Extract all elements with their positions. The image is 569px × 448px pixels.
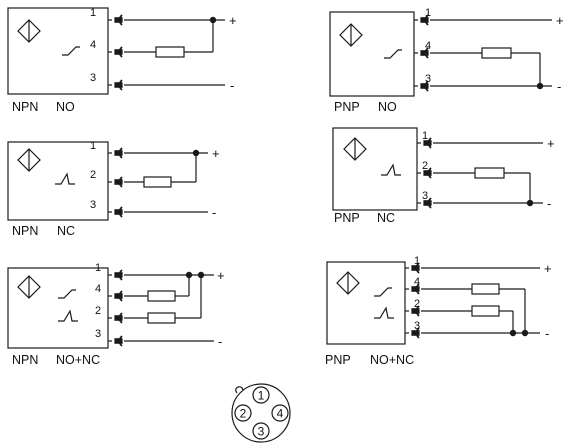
sensor-box: [7, 7, 109, 95]
sensor-symbol-icon: [336, 271, 360, 295]
output-type-label: NO+NC: [370, 353, 414, 367]
pin-label: 1: [95, 262, 101, 274]
connector-arrow-icon: [114, 176, 123, 188]
plus-terminal: +: [217, 268, 225, 283]
sensor-box: [329, 11, 415, 97]
sensor-type-label: PNP: [334, 211, 360, 225]
pin-label: 4: [414, 276, 420, 288]
diagram-npn-no: [7, 7, 225, 95]
sensor-box: [332, 127, 418, 211]
connector-arrow-icon: [114, 147, 123, 159]
output-type-label: NO: [56, 100, 75, 114]
switch-contact-icon: [62, 46, 80, 56]
diagram-pnp-no: [329, 11, 552, 97]
switch-contact-icon: [374, 287, 392, 297]
minus-terminal: -: [230, 78, 234, 93]
pin-label: 4: [95, 283, 101, 295]
switch-contact-icon: [58, 309, 78, 322]
minus-terminal: -: [557, 79, 561, 94]
pin-label: 2: [414, 298, 420, 310]
pin-label: 4: [425, 40, 431, 52]
connector-arrow-icon: [114, 206, 123, 218]
connector-arrow-icon: [114, 79, 123, 91]
resistor-icon: [471, 305, 500, 317]
pin-label: 1: [425, 7, 431, 19]
pin-label: 1: [90, 140, 96, 152]
connector-arrow-icon: [114, 46, 123, 58]
switch-contact-icon: [381, 163, 401, 176]
diagram-npn-nc: [7, 141, 208, 221]
resistor-icon: [155, 46, 185, 58]
connector-pin: [252, 422, 270, 440]
pin-label: 3: [90, 199, 96, 211]
minus-terminal: -: [547, 196, 551, 211]
m12-connector-icon: [231, 383, 291, 443]
pin-label: 3: [414, 320, 420, 332]
resistor-icon: [474, 167, 505, 179]
connector-pin-label: 4: [277, 407, 284, 421]
sensor-type-label: PNP: [325, 353, 351, 367]
switch-contact-icon: [58, 289, 76, 299]
pin-label: 2: [422, 160, 428, 172]
connector-pin-label: 1: [258, 389, 265, 403]
pin-label: 1: [414, 255, 420, 267]
plus-terminal: +: [547, 136, 555, 151]
pin-label: 1: [90, 7, 96, 19]
connector-arrow-icon: [114, 335, 123, 347]
sensor-type-label: NPN: [12, 353, 38, 367]
resistor-icon: [471, 283, 500, 295]
connector-arrow-icon: [114, 14, 123, 26]
output-type-label: NC: [57, 224, 75, 238]
sensor-symbol-icon: [343, 137, 367, 161]
minus-terminal: -: [545, 326, 549, 341]
diagram-pnp-no-nc: [326, 261, 540, 345]
connector-outline: [231, 383, 291, 443]
resistor-icon: [143, 176, 172, 188]
switch-contact-icon: [384, 49, 402, 59]
connector-arrow-icon: [114, 290, 123, 302]
connector-pin: [234, 404, 252, 422]
plus-terminal: +: [229, 13, 237, 28]
connector-pin: [271, 404, 289, 422]
sensor-symbol-icon: [339, 23, 363, 47]
output-type-label: NO+NC: [56, 353, 100, 367]
sensor-type-label: NPN: [12, 100, 38, 114]
pin-label: 4: [90, 39, 96, 51]
sensor-symbol-icon: [17, 19, 41, 43]
connector-pin: [252, 386, 270, 404]
pin-label: 3: [95, 328, 101, 340]
minus-terminal: -: [212, 205, 216, 220]
connector-pin-label: 3: [258, 425, 265, 439]
plus-terminal: +: [556, 13, 564, 28]
pin-label: 2: [90, 169, 96, 181]
minus-terminal: -: [218, 334, 222, 349]
resistor-icon: [147, 312, 176, 324]
switch-contact-icon: [374, 306, 394, 319]
pin-label: 3: [90, 72, 96, 84]
pin-label: 3: [425, 73, 431, 85]
sensor-type-label: PNP: [334, 100, 360, 114]
connector-pin-label: 2: [240, 407, 247, 421]
resistor-icon: [147, 290, 176, 302]
sensor-symbol-icon: [17, 275, 41, 299]
pin-label: 1: [422, 130, 428, 142]
pin-label: 2: [95, 305, 101, 317]
sensor-symbol-icon: [17, 148, 41, 172]
diagram-npn-no-nc: [7, 267, 214, 349]
sensor-type-label: NPN: [12, 224, 38, 238]
sensor-box: [7, 267, 109, 349]
connector-arrow-icon: [114, 269, 123, 281]
sensor-box: [7, 141, 109, 221]
output-type-label: NO: [378, 100, 397, 114]
sensor-box: [326, 261, 406, 345]
pin-label: 3: [422, 190, 428, 202]
output-type-label: NC: [377, 211, 395, 225]
connector-arrow-icon: [114, 312, 123, 324]
plus-terminal: +: [212, 146, 220, 161]
diagram-pnp-nc: [332, 127, 543, 211]
resistor-icon: [481, 47, 512, 59]
plus-terminal: +: [544, 261, 552, 276]
switch-contact-icon: [55, 172, 75, 185]
